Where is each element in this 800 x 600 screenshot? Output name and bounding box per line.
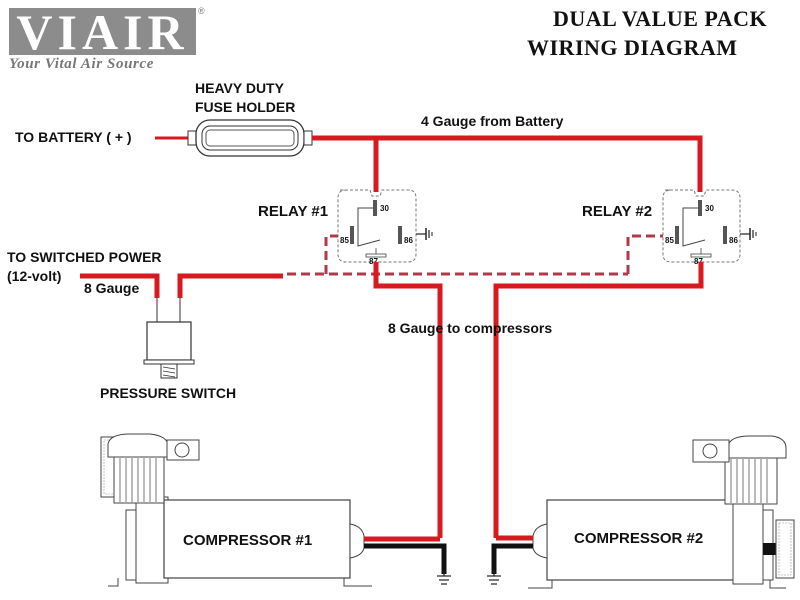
logo-text: VIAIR xyxy=(16,4,189,60)
compressor-1-label: COMPRESSOR #1 xyxy=(183,532,313,549)
viair-logo: VIAIR xyxy=(9,4,196,60)
logo-tagline: Your Vital Air Source xyxy=(9,56,154,72)
relay-2-icon: 30 85 86 87 xyxy=(662,189,757,266)
compressor-1-icon xyxy=(100,433,372,587)
relay-1-label: RELAY #1 xyxy=(258,203,329,220)
relay2-pin-85: 85 xyxy=(665,236,674,245)
relay-2-label: RELAY #2 xyxy=(582,203,653,220)
compressor-2-label: COMPRESSOR #2 xyxy=(574,530,704,547)
relay1-pin-85: 85 xyxy=(340,236,349,245)
fuse-holder-label-line1: HEAVY DUTY xyxy=(195,80,284,96)
pressure-switch-icon xyxy=(143,298,195,379)
compressor1-ground-lead xyxy=(364,543,447,574)
relay2-pin-86: 86 xyxy=(729,236,738,245)
battery-4-gauge-wire xyxy=(312,135,703,192)
relay2-to-compressor2-wire xyxy=(493,262,704,538)
relay2-pin-30: 30 xyxy=(705,204,714,213)
switched-power-label-line2: (12-volt) xyxy=(7,268,62,284)
relay1-to-compressor1-wire xyxy=(373,262,443,538)
registered-mark: ® xyxy=(198,6,205,16)
diagram-title-line2: WIRING DIAGRAM xyxy=(527,35,738,60)
relay1-pin-30: 30 xyxy=(380,204,389,213)
ground-icon xyxy=(437,570,451,585)
ground-icon xyxy=(487,570,501,585)
compressor2-ground-lead xyxy=(491,543,533,574)
diagram-title-line1: DUAL VALUE PACK xyxy=(553,6,768,31)
switched-power-label-line1: TO SWITCHED POWER xyxy=(7,249,162,265)
switch-wire-gauge-label: 8 Gauge xyxy=(84,280,140,296)
fuse-holder-label-line2: FUSE HOLDER xyxy=(195,99,296,115)
pressure-switch-label: PRESSURE SWITCH xyxy=(100,385,237,401)
switch-output-wire xyxy=(177,273,283,298)
battery-wire-label: 4 Gauge from Battery xyxy=(421,113,564,129)
fuse-holder-icon xyxy=(187,119,313,157)
compressor-2-icon xyxy=(528,435,795,589)
compressor-wire-label: 8 Gauge to compressors xyxy=(388,320,553,336)
to-battery-label: TO BATTERY ( + ) xyxy=(15,129,132,145)
relay2-pin-87: 87 xyxy=(694,257,703,266)
relay1-pin-86: 86 xyxy=(404,236,413,245)
relay-trigger-dashed-wire xyxy=(287,234,663,276)
relay1-pin-87: 87 xyxy=(369,257,378,266)
relay-1-icon: 30 85 86 87 xyxy=(337,189,433,266)
switched-power-wire xyxy=(80,273,160,298)
